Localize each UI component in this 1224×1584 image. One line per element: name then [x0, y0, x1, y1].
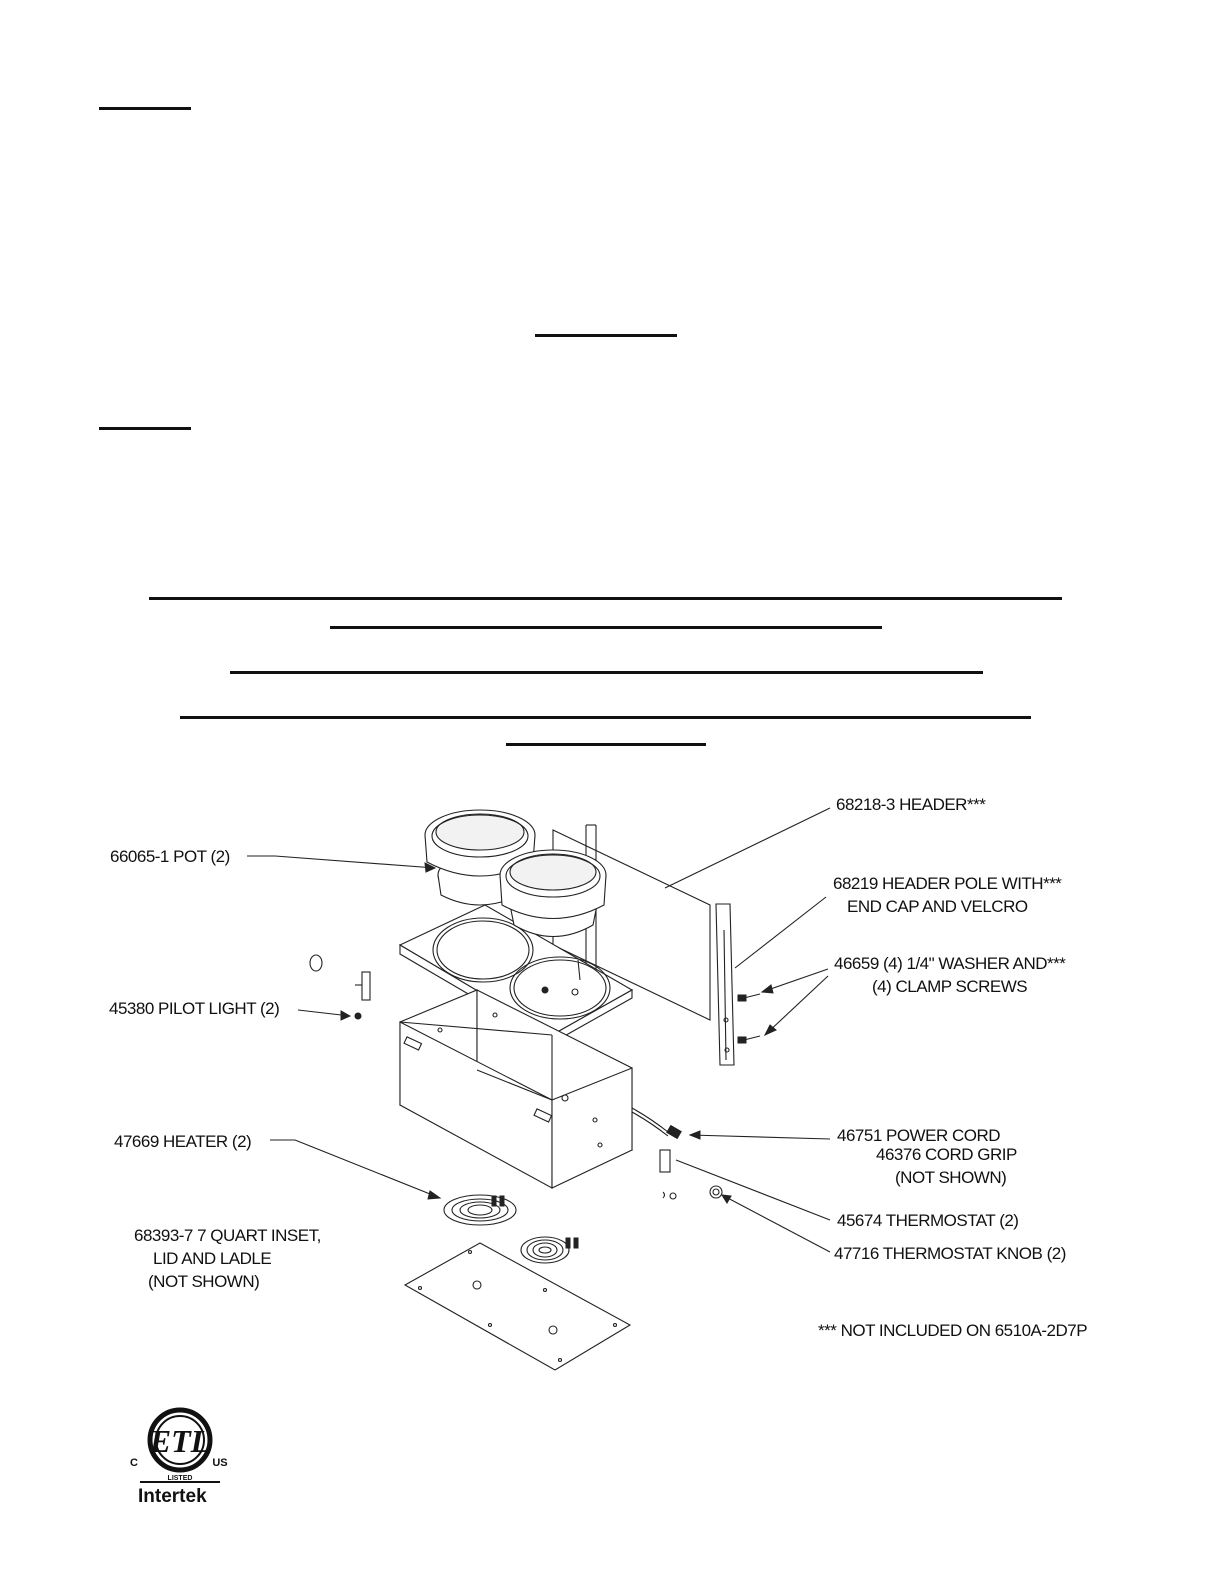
leader-lines — [247, 807, 831, 1253]
heading-rule — [230, 671, 983, 674]
etl-mark-text: ETL — [149, 1423, 210, 1459]
callout-header: 68218-3 HEADER*** — [836, 795, 986, 814]
heater-right — [520, 1236, 579, 1264]
footnote: *** NOT INCLUDED ON 6510A-2D7P — [818, 1321, 1088, 1340]
heater-left — [443, 1194, 517, 1226]
callout-power-cord: 46751 POWER CORD — [837, 1126, 1001, 1145]
heading-rule — [149, 597, 1062, 600]
callout-thermostat: 45674 THERMOSTAT (2) — [837, 1211, 1019, 1230]
etl-listed-text: LISTED — [168, 1475, 193, 1482]
bottom-plate — [403, 1242, 632, 1371]
callout-cord-grip-line1: 46376 CORD GRIP — [876, 1145, 1017, 1164]
callout-pot: 66065-1 POT (2) — [110, 847, 230, 866]
callout-inset-line2: LID AND LADLE — [153, 1249, 272, 1268]
callout-washer-line2: (4) CLAMP SCREWS — [872, 977, 1028, 996]
etl-right-text: US — [212, 1457, 227, 1469]
etl-listed-logo: ETL C US LISTED — [130, 1407, 228, 1483]
callout-header-pole-line1: 68219 HEADER POLE WITH*** — [833, 874, 1062, 893]
thermostat-parts — [662, 1185, 723, 1200]
power-cord — [631, 1107, 682, 1173]
callout-thermostat-knob: 47716 THERMOSTAT KNOB (2) — [834, 1244, 1066, 1263]
heading-rule — [506, 743, 706, 746]
callout-washer-line1: 46659 (4) 1/4" WASHER AND*** — [834, 954, 1066, 973]
pilot-light-parts — [309, 954, 371, 1020]
callout-heater: 47669 HEATER (2) — [114, 1132, 252, 1151]
pot-right — [499, 849, 607, 938]
callout-inset-line1: 68393-7 7 QUART INSET, — [134, 1226, 321, 1245]
heading-rule — [99, 107, 191, 110]
callout-cord-grip-line2: (NOT SHOWN) — [895, 1168, 1007, 1187]
callout-header-pole-line2: END CAP AND VELCRO — [847, 897, 1028, 916]
heading-rule — [99, 427, 191, 430]
intertek-wordmark: Intertek — [138, 1486, 207, 1507]
clamp-screws — [737, 993, 761, 1044]
cabinet — [399, 989, 633, 1189]
etl-left-text: C — [130, 1457, 138, 1469]
header-pole — [715, 903, 735, 1066]
callout-inset-line3: (NOT SHOWN) — [148, 1272, 260, 1291]
heading-rule — [535, 334, 677, 337]
heading-rule — [180, 716, 1031, 719]
heading-rule — [330, 626, 882, 629]
callout-pilot-light: 45380 PILOT LIGHT (2) — [109, 999, 280, 1018]
